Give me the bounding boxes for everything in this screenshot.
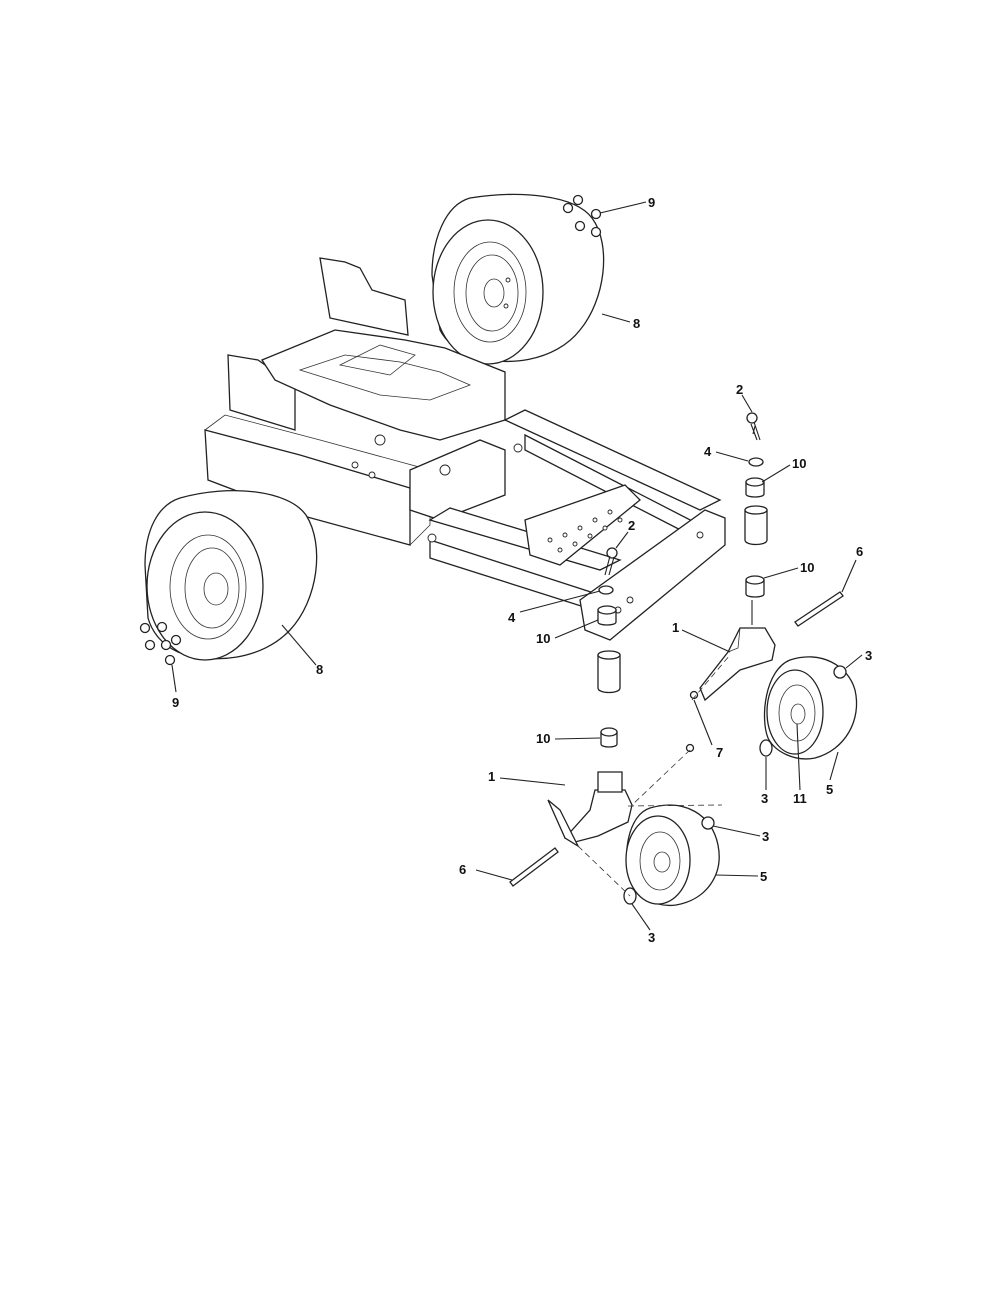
washer-mid	[598, 585, 614, 595]
callout-9-top: 9	[648, 195, 655, 210]
leader-lines	[171, 201, 863, 931]
spacer-right-top	[833, 665, 847, 679]
spacer-right-low	[759, 739, 773, 757]
bolt-top	[746, 412, 761, 441]
caster-fork-low	[547, 771, 633, 848]
bushing-low	[600, 727, 618, 748]
callout-2-mid: 2	[628, 518, 635, 533]
callout-1-low: 1	[488, 769, 495, 784]
callout-11: 11	[793, 791, 807, 806]
callout-3-mid: 3	[762, 829, 769, 844]
washer-top	[748, 457, 764, 467]
grease-fitting-right	[689, 690, 699, 700]
bushing-mid	[597, 605, 617, 626]
crossmember-holes	[547, 509, 623, 553]
callout-10-mid: 10	[536, 631, 550, 646]
assembly-lines	[577, 654, 731, 897]
rear-wheel-left	[144, 489, 318, 661]
bolt-mid	[604, 547, 618, 576]
grease-fitting-low	[685, 743, 695, 753]
lug-nuts-top	[562, 194, 602, 238]
callout-6-low: 6	[459, 862, 466, 877]
callout-2-top: 2	[736, 382, 743, 397]
callout-1-right: 1	[672, 620, 679, 635]
spacer-low-top	[701, 816, 715, 830]
callout-10-right: 10	[800, 560, 814, 575]
callout-7: 7	[716, 745, 723, 760]
axle-bolt-right	[794, 591, 844, 627]
bushing-top	[745, 477, 765, 498]
callout-8-left: 8	[316, 662, 323, 677]
lug-nuts-left	[139, 621, 182, 666]
callout-4-mid: 4	[508, 610, 516, 625]
callout-3-right-top: 3	[865, 648, 872, 663]
callout-4-top: 4	[704, 444, 712, 459]
callout-10-top: 10	[792, 456, 806, 471]
chassis-frame	[204, 257, 768, 694]
callout-8-top: 8	[633, 316, 640, 331]
callout-3-right-low: 3	[761, 791, 768, 806]
callout-9-left: 9	[172, 695, 179, 710]
callout-5-right: 5	[826, 782, 833, 797]
callout-5-low: 5	[760, 869, 767, 884]
callout-3-low: 3	[648, 930, 655, 945]
axle-bolt-low	[509, 847, 559, 887]
bushing-right	[745, 575, 765, 598]
rear-wheel-top	[431, 193, 605, 365]
callout-labels: 9 8 2 4 10 2 10 6 4 10 1 3 8 9 10 7 3 11…	[172, 195, 872, 945]
callout-6-right: 6	[856, 544, 863, 559]
caster-fork-right	[699, 600, 776, 702]
callout-10-low: 10	[536, 731, 550, 746]
